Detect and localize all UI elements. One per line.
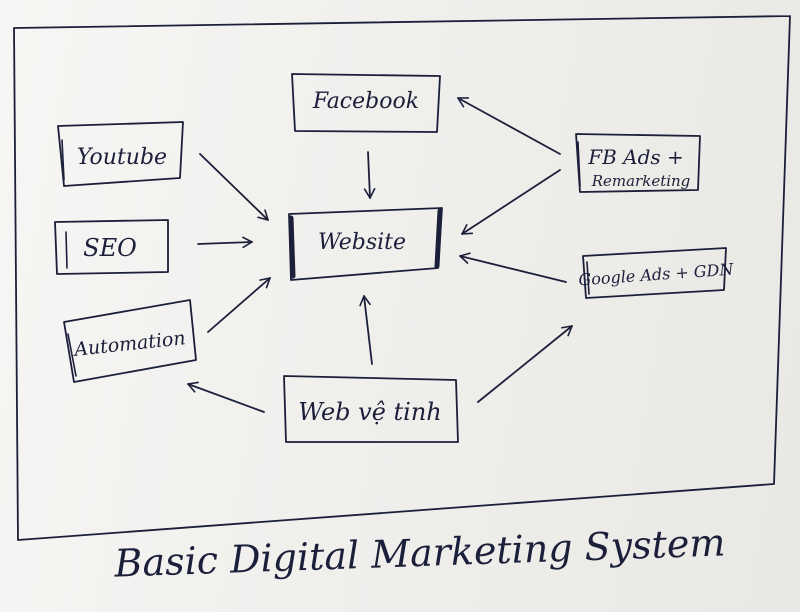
node-fb-ads-line2: Remarketing — [591, 172, 691, 190]
arrow-webvetinh-to-google — [477, 325, 573, 403]
node-automation-label: Automation — [71, 327, 186, 361]
node-web-ve-tinh-label: Web vệ tinh — [298, 398, 442, 426]
node-web-ve-tinh: Web vệ tinh — [283, 375, 459, 443]
node-youtube: Youtube — [57, 121, 184, 187]
node-google-ads-label: Google Ads + GDN — [578, 260, 735, 290]
arrow-google-to-website — [459, 252, 567, 283]
node-automation: Automation — [63, 299, 197, 383]
arrow-webvetinh-to-automation — [187, 381, 265, 413]
arrow-webvetinh-to-website — [359, 295, 373, 365]
node-google-ads: Google Ads + GDN — [578, 247, 735, 299]
node-fb-ads: FB Ads + Remarketing — [575, 133, 701, 193]
node-facebook-label: Facebook — [312, 89, 419, 114]
node-seo-label: SEO — [83, 234, 137, 262]
arrow-youtube-to-website — [199, 153, 269, 221]
node-website: Website — [288, 207, 443, 281]
node-youtube-label: Youtube — [77, 145, 167, 170]
node-fb-ads-line1: FB Ads + — [587, 145, 684, 169]
arrow-fbads-to-facebook — [457, 97, 561, 155]
arrow-automation-to-website — [207, 277, 271, 333]
node-website-label: Website — [318, 230, 406, 255]
node-facebook: Facebook — [291, 73, 441, 133]
outer-frame — [13, 15, 791, 541]
arrow-fbads-to-website — [461, 169, 561, 235]
arrow-facebook-to-website — [363, 151, 376, 199]
diagram-caption: Basic Digital Marketing System — [113, 520, 726, 585]
node-seo: SEO — [54, 219, 169, 275]
arrow-seo-to-website — [197, 236, 253, 249]
